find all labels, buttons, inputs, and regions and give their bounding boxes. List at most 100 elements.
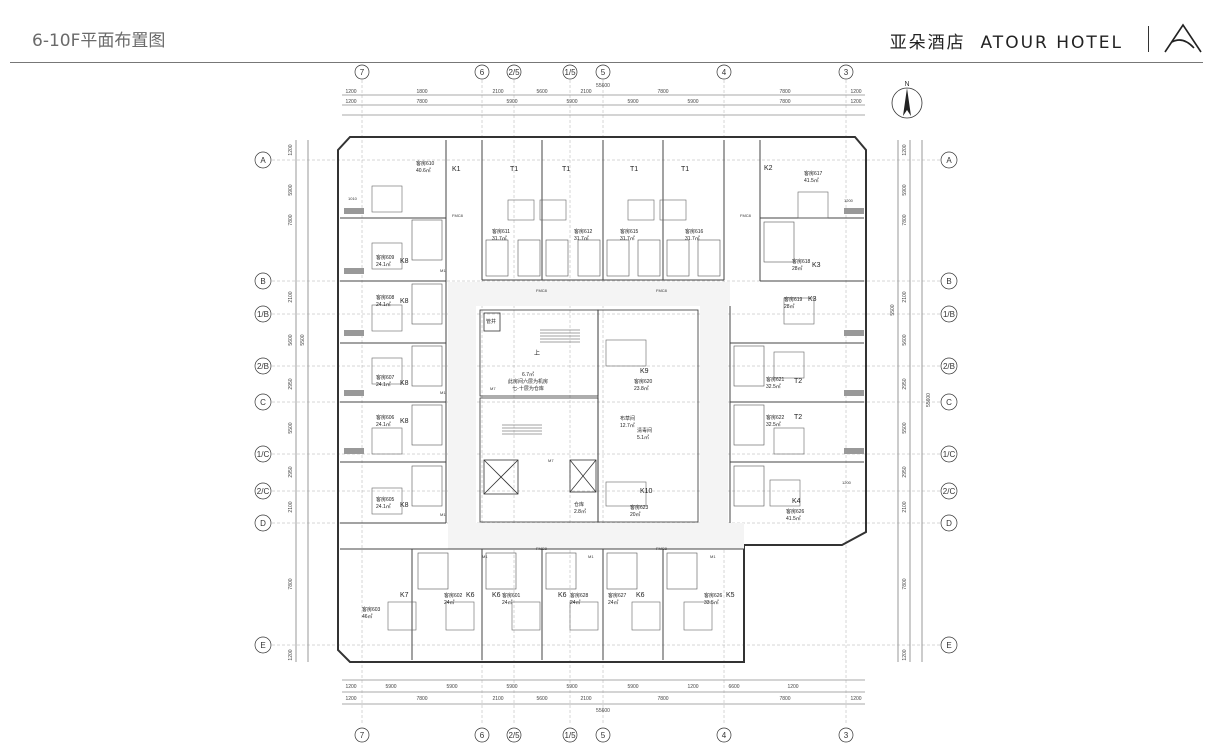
beds bbox=[371, 185, 829, 631]
axis-bubble-top-3: 3 bbox=[838, 64, 854, 80]
door-tag: M1 bbox=[588, 554, 594, 559]
room-606: K8 客房606 24.1㎡ bbox=[376, 414, 409, 428]
room-name-label: 客房616 bbox=[685, 229, 704, 235]
axis-bubble-left-1-C: 1/C bbox=[254, 445, 272, 463]
door-tag: M7 bbox=[548, 458, 554, 463]
linen-room-label: 布草间 12.7㎡ bbox=[620, 416, 635, 430]
room-type-label: T1 bbox=[562, 166, 571, 173]
svg-text:5: 5 bbox=[601, 731, 606, 740]
room-name-label: 客房626 bbox=[704, 593, 723, 599]
door-tag: FMC8 bbox=[656, 546, 667, 551]
linen-room-name: 布草间 bbox=[620, 416, 636, 422]
door-tag: FMC8 bbox=[452, 213, 463, 218]
brand-name-cn: 亚朵酒店 bbox=[889, 33, 966, 53]
svg-text:5900: 5900 bbox=[902, 184, 908, 195]
svg-text:5900: 5900 bbox=[385, 684, 396, 690]
svg-text:55600: 55600 bbox=[596, 83, 610, 89]
svg-text:A: A bbox=[260, 156, 266, 165]
svg-text:1200: 1200 bbox=[687, 684, 698, 690]
room-name-label: 客房601 bbox=[502, 593, 521, 599]
dimension-labels-bottom: 1200 5900 5900 5900 5900 5900 1200 6600 … bbox=[345, 684, 861, 714]
room-type-label: T1 bbox=[681, 166, 690, 173]
axis-bubble-bottom-6: 6 bbox=[474, 727, 490, 743]
svg-text:E: E bbox=[260, 641, 265, 650]
room-name-label: 客房612 bbox=[574, 229, 593, 235]
room-partitions bbox=[340, 140, 864, 660]
svg-text:7800: 7800 bbox=[288, 578, 294, 589]
room-area-label: 46㎡ bbox=[362, 614, 373, 620]
svg-text:2/B: 2/B bbox=[257, 362, 269, 371]
room-name-label: 客房606 bbox=[376, 415, 395, 421]
room-603: K7 客房603 46㎡ bbox=[362, 592, 409, 620]
door-tag: 1200 bbox=[844, 198, 853, 203]
room-621: T2 客房621 32.5㎡ bbox=[766, 376, 802, 390]
axis-bubble-bottom-2-5: 2/5 bbox=[506, 727, 522, 743]
room-name-label: 客房619 bbox=[784, 297, 803, 303]
svg-text:2950: 2950 bbox=[288, 466, 294, 477]
svg-text:2/C: 2/C bbox=[943, 487, 956, 496]
axis-bubble-left-1-B: 1/B bbox=[254, 305, 272, 323]
room-name-label: 客房610 bbox=[416, 161, 435, 167]
dimension-labels-left: 1200 5900 7800 2100 5600 5500 2950 5500 … bbox=[288, 144, 306, 660]
dimension-labels-right: 1200 5900 7800 2100 5600 5500 2950 5500 … bbox=[890, 144, 932, 660]
svg-text:1/5: 1/5 bbox=[564, 68, 576, 77]
warehouse-area: 2.8㎡ bbox=[574, 509, 586, 515]
svg-text:2100: 2100 bbox=[288, 501, 294, 512]
room-624: K4 客房626 41.5㎡ bbox=[786, 498, 804, 522]
room-623: K10 客房623 20㎡ bbox=[630, 488, 652, 518]
north-arrow-icon: N bbox=[891, 81, 923, 119]
room-area-label: 31.7㎡ bbox=[685, 236, 700, 242]
door-tag: M7 bbox=[490, 386, 496, 391]
room-605: K8 客房605 24.1㎡ bbox=[376, 496, 409, 510]
svg-text:7800: 7800 bbox=[779, 99, 790, 105]
svg-text:1200: 1200 bbox=[850, 89, 861, 95]
room-type-label: K8 bbox=[400, 258, 409, 265]
axis-bubble-left-D: D bbox=[254, 514, 272, 532]
warehouse-label: 仓库 2.8㎡ bbox=[574, 502, 586, 516]
room-name-label: 客房609 bbox=[376, 255, 395, 261]
top-dimension-lines bbox=[295, 94, 923, 705]
room-name-label: 客房621 bbox=[766, 377, 785, 383]
storage-note: 6.7㎡ 此房间六层为机房 七-十层为仓库 bbox=[508, 372, 548, 393]
svg-text:5900: 5900 bbox=[627, 99, 638, 105]
axis-bubble-bottom-7: 7 bbox=[354, 727, 370, 743]
room-area-label: 24㎡ bbox=[502, 600, 513, 606]
linen-room-area: 12.7㎡ bbox=[620, 423, 635, 429]
svg-text:2950: 2950 bbox=[902, 466, 908, 477]
brand-divider bbox=[1148, 26, 1149, 52]
axis-bubble-bottom-3: 3 bbox=[838, 727, 854, 743]
room-608: K8 客房608 24.1㎡ bbox=[376, 294, 409, 308]
room-612: T1 客房612 31.7㎡ bbox=[562, 166, 593, 242]
page-title: 6-10F平面布置图 bbox=[32, 31, 166, 51]
room-type-label: T2 bbox=[794, 414, 803, 421]
svg-text:1/B: 1/B bbox=[943, 310, 955, 319]
shaft-label: 管井 bbox=[486, 319, 497, 325]
svg-text:7800: 7800 bbox=[902, 214, 908, 225]
svg-text:1200: 1200 bbox=[902, 649, 908, 660]
svg-text:1800: 1800 bbox=[416, 89, 427, 95]
door-tag: FMC8 bbox=[536, 288, 547, 293]
room-620: K9 客房620 23.8㎡ bbox=[634, 368, 653, 392]
svg-text:5500: 5500 bbox=[300, 334, 306, 345]
axis-bubble-left-E: E bbox=[254, 636, 272, 654]
axis-bubble-top-7: 7 bbox=[354, 64, 370, 80]
room-607: K8 客房607 24.1㎡ bbox=[376, 374, 409, 388]
room-name-label: 客房602 bbox=[444, 593, 463, 599]
door-tag: FMC8 bbox=[740, 213, 751, 218]
room-type-label: K8 bbox=[400, 502, 409, 509]
room-area-label: 28㎡ bbox=[784, 304, 795, 310]
axis-bubble-top-6: 6 bbox=[474, 64, 490, 80]
room-type-label: K6 bbox=[636, 592, 645, 599]
axis-bubble-left-2-C: 2/C bbox=[254, 482, 272, 500]
axis-bubbles-bottom: 7 6 2/5 1/5 5 4 3 bbox=[354, 727, 854, 743]
room-area-label: 31.7㎡ bbox=[620, 236, 635, 242]
svg-text:1200: 1200 bbox=[902, 144, 908, 155]
svg-text:3: 3 bbox=[844, 68, 849, 77]
room-area-label: 40.6㎡ bbox=[416, 168, 431, 174]
svg-text:6: 6 bbox=[480, 68, 485, 77]
room-area-label: 24.1㎡ bbox=[376, 504, 391, 510]
svg-text:5900: 5900 bbox=[288, 184, 294, 195]
room-name-label: 客房620 bbox=[634, 379, 653, 385]
brand-name: 亚朵酒店 ATOUR HOTEL bbox=[890, 28, 1123, 53]
